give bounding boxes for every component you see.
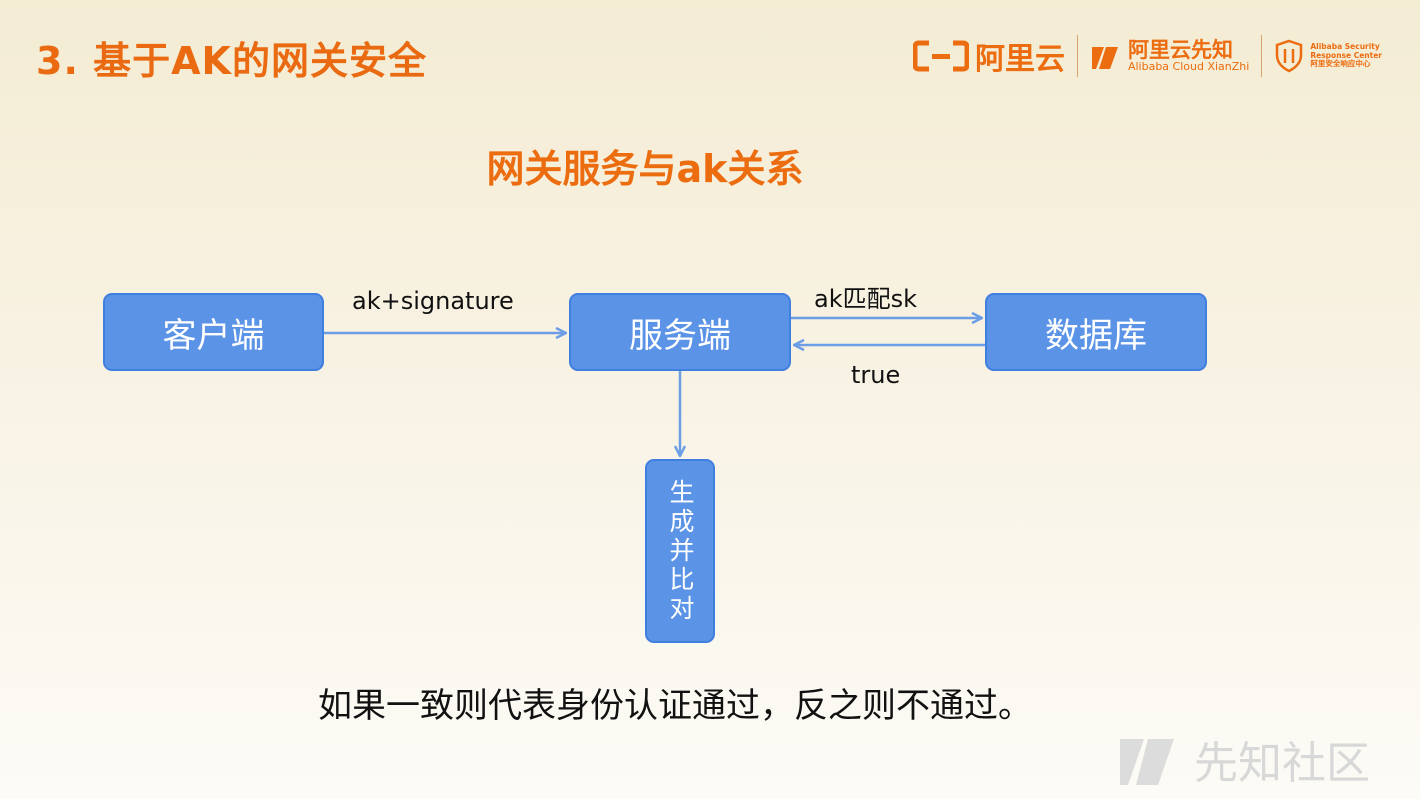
aliyun-logo-text: 阿里云 bbox=[974, 42, 1065, 77]
logo-divider bbox=[1261, 35, 1263, 77]
generate-compare-node: 生成并比对 bbox=[645, 459, 715, 643]
edge-label-true: true bbox=[851, 361, 901, 389]
shield-icon bbox=[1276, 39, 1303, 73]
asrc-logo-line3: 阿里安全响应中心 bbox=[1310, 59, 1371, 69]
aliyun-brackets-icon bbox=[912, 40, 969, 72]
slide-title: 3. 基于AK的网关安全 bbox=[36, 39, 427, 83]
edge-label-ak-signature: ak+signature bbox=[352, 287, 514, 315]
watermark: 先知社区 bbox=[1118, 727, 1370, 791]
aliyun-logo: 阿里云 bbox=[912, 34, 1065, 78]
xianzhi-logo: 阿里云先知 Alibaba Cloud XianZhi bbox=[1090, 39, 1249, 73]
logo-bar: 阿里云 阿里云先知 Alibaba Cloud XianZhi Alibaba … bbox=[912, 34, 1382, 78]
xianzhi-logo-en: Alibaba Cloud XianZhi bbox=[1127, 60, 1250, 74]
database-node: 数据库 bbox=[985, 293, 1207, 371]
server-node: 服务端 bbox=[569, 293, 791, 371]
diagram-title: 网关服务与ak关系 bbox=[486, 147, 804, 191]
asrc-logo-line2: Response Center bbox=[1310, 50, 1382, 60]
xianzhi-logo-cn: 阿里云先知 bbox=[1127, 38, 1233, 63]
watermark-text: 先知社区 bbox=[1194, 738, 1370, 789]
edge-label-ak-match-sk: ak匹配sk bbox=[814, 285, 918, 313]
asrc-logo: Alibaba Security Response Center 阿里安全响应中… bbox=[1274, 39, 1382, 73]
asrc-logo-line1: Alibaba Security bbox=[1310, 42, 1380, 52]
watermark-logo-icon bbox=[1120, 739, 1174, 785]
conclusion-text: 如果一致则代表身份认证通过，反之则不通过。 bbox=[318, 686, 1032, 726]
client-node: 客户端 bbox=[103, 293, 324, 371]
logo-divider bbox=[1076, 35, 1078, 77]
xianzhi-mark-icon bbox=[1091, 47, 1118, 69]
